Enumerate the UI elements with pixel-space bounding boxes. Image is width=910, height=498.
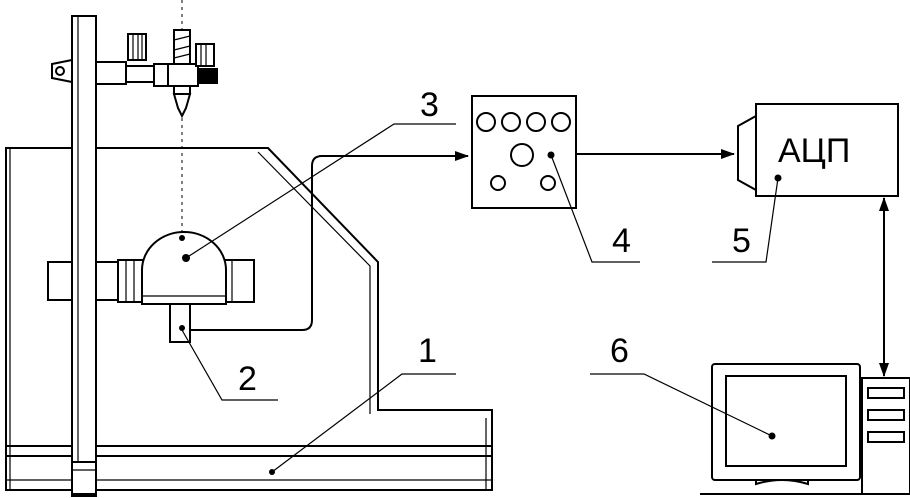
label-5: 5 (732, 222, 751, 260)
sample-holder (47, 231, 255, 305)
leader-lines (181, 123, 779, 475)
label-1: 1 (418, 332, 437, 370)
adc-text: АЦП (778, 132, 850, 170)
top-holder-assembly (51, 0, 218, 236)
vertical-rod (71, 15, 97, 497)
label-2: 2 (238, 360, 257, 398)
label-4: 4 (612, 222, 631, 260)
amplifier-block (471, 95, 577, 209)
label-3: 3 (420, 86, 439, 124)
label-6: 6 (610, 332, 629, 370)
computer (700, 363, 910, 495)
sensor (169, 303, 191, 343)
signal-cable (190, 151, 469, 331)
adc-block: АЦП (737, 103, 899, 197)
